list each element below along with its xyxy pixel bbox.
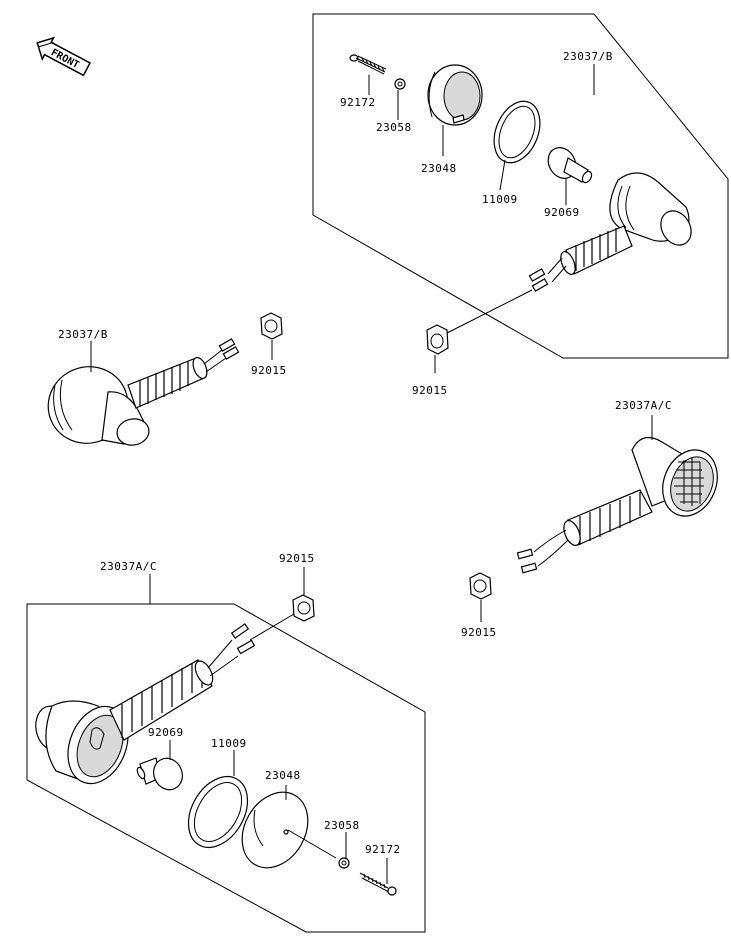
leader-nut-lower: [249, 613, 295, 641]
lens-23048-upper: [427, 64, 483, 126]
label-23048-upper: 23048: [421, 162, 457, 175]
label-92069-upper: 92069: [544, 206, 580, 219]
washer-23058-lower: [338, 857, 350, 869]
nut-92015-upper: [426, 324, 449, 355]
label-92015-upper: 92015: [412, 384, 448, 397]
bulb-92069-lower: [136, 757, 183, 791]
nut-92015-middle: [260, 312, 283, 340]
label-23037b-upper: 23037/B: [563, 50, 613, 63]
housing-23037ac-lower: [35, 623, 256, 785]
label-11009-upper: 11009: [482, 193, 518, 206]
screw-92172-upper: [349, 54, 387, 75]
washer-23058-upper: [394, 78, 406, 90]
label-92172-upper: 92172: [340, 96, 376, 109]
lens-23048-lower: [241, 791, 337, 869]
label-23048-lower: 23048: [265, 769, 301, 782]
front-arrow-badge: FRONT: [36, 36, 92, 77]
gasket-11009-upper: [493, 100, 541, 164]
nut-92015-middle-right: [469, 572, 492, 600]
label-92172-lower: 92172: [365, 843, 401, 856]
housing-23037b-middle: [47, 338, 240, 446]
bulb-92069-upper: [547, 147, 593, 184]
leader-nut-upper: [446, 289, 533, 334]
housing-23037ac-middle: [516, 436, 718, 574]
label-92015-middle-right: 92015: [461, 626, 497, 639]
lower-left-assembly: 23037A/C 92015 92069 11009 23048 23058 9…: [26, 552, 426, 933]
label-23037b-middle: 23037/B: [58, 328, 108, 341]
label-23037ac-middle-right: 23037A/C: [615, 399, 672, 412]
nut-92015-lower: [292, 594, 315, 622]
label-92015-lower: 92015: [279, 552, 315, 565]
label-23058-upper: 23058: [376, 121, 412, 134]
upper-right-group-box: [312, 13, 729, 359]
label-92069-lower: 92069: [148, 726, 184, 739]
middle-left-assembly: 23037/B 92015: [47, 312, 287, 446]
label-23058-lower: 23058: [324, 819, 360, 832]
upper-right-assembly: 23037/B 92172 23058 23048 11009 92069 92…: [312, 13, 729, 397]
middle-right-assembly: 23037A/C 92015: [461, 399, 718, 639]
label-11009-lower: 11009: [211, 737, 247, 750]
housing-23037b-upper: [528, 172, 692, 292]
label-92015-middle: 92015: [251, 364, 287, 377]
screw-92172-lower: [359, 872, 397, 896]
gasket-11009-lower: [187, 776, 249, 848]
lower-left-group-box: [26, 603, 426, 933]
label-23037ac-lower: 23037A/C: [100, 560, 157, 573]
